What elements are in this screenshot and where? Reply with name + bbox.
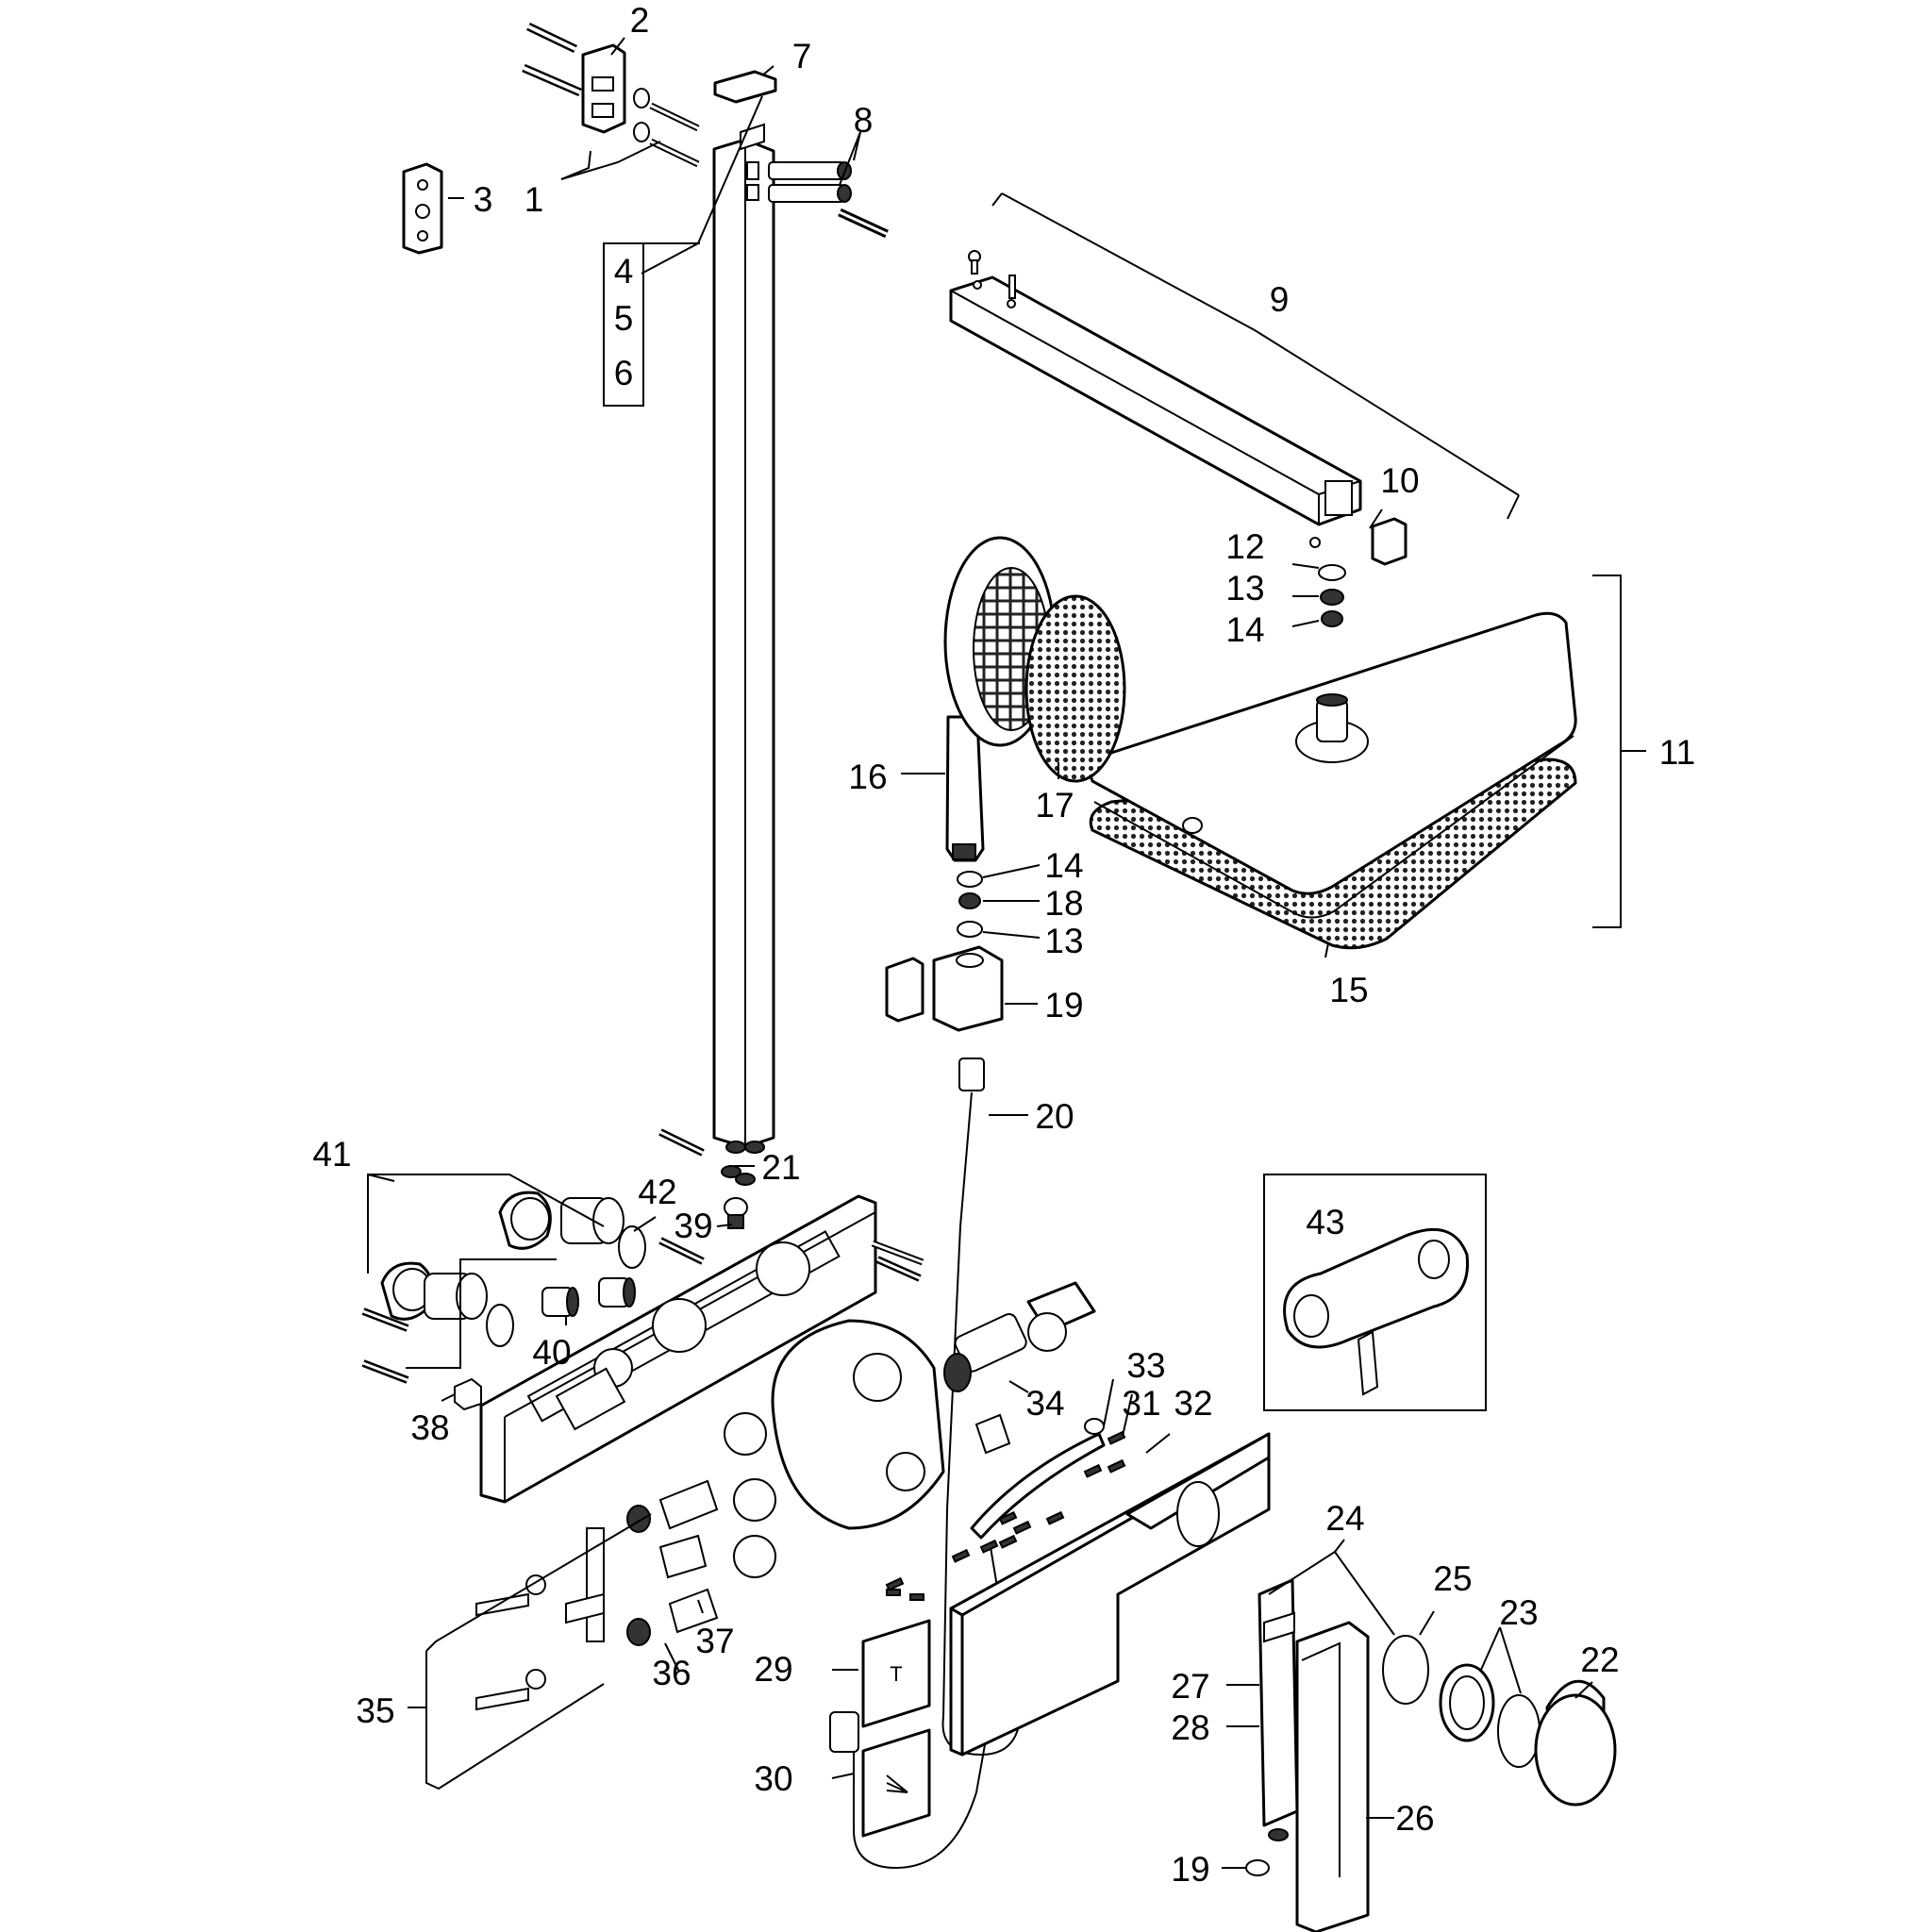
front-cover-plate xyxy=(949,1432,1271,1757)
label-part-30: 30 xyxy=(754,1759,792,1798)
label-part-37: 37 xyxy=(695,1622,734,1660)
hand-shower xyxy=(943,536,1126,862)
label-part-23: 23 xyxy=(1499,1593,1538,1632)
seal-ring xyxy=(957,921,983,938)
arm-end-cap xyxy=(1371,517,1407,566)
washer xyxy=(957,871,983,888)
part-labels: 2 7 8 3 1 4 5 6 9 10 12 13 14 11 16 17 1… xyxy=(312,1,1695,1889)
hand-shower-spray-disc xyxy=(1024,594,1126,783)
svg-text:T: T xyxy=(890,1662,902,1686)
washer xyxy=(1245,1859,1270,1876)
washer xyxy=(633,88,650,108)
thermostat-cartridge xyxy=(943,1281,1096,1392)
label-part-24: 24 xyxy=(1325,1499,1364,1538)
fixing-screws xyxy=(361,1240,924,1384)
label-part-22: 22 xyxy=(1580,1641,1619,1679)
o-ring xyxy=(486,1304,514,1347)
label-part-33: 33 xyxy=(1126,1346,1165,1385)
label-part-29: 29 xyxy=(754,1650,792,1689)
label-part-12: 12 xyxy=(1225,527,1264,566)
label-part-18: 18 xyxy=(1044,884,1083,923)
label-part-35: 35 xyxy=(356,1691,394,1730)
label-part-13-b: 13 xyxy=(1044,922,1083,960)
label-part-11: 11 xyxy=(1659,733,1695,772)
cover-knob-opening xyxy=(1176,1481,1220,1547)
label-part-36: 36 xyxy=(652,1654,691,1692)
label-part-42: 42 xyxy=(638,1173,676,1211)
label-part-19-b: 19 xyxy=(1171,1850,1209,1889)
label-part-32: 32 xyxy=(1174,1384,1212,1423)
label-part-13: 13 xyxy=(1225,569,1264,608)
retaining-ring xyxy=(1497,1694,1541,1768)
thermostat-handle xyxy=(1382,1635,1617,1807)
nut xyxy=(1320,589,1344,606)
label-part-17: 17 xyxy=(1035,786,1074,824)
extension-set xyxy=(380,1191,646,1347)
label-part-28: 28 xyxy=(1171,1708,1209,1747)
label-part-41: 41 xyxy=(312,1135,351,1174)
overhead-shower xyxy=(1089,611,1577,950)
pipe-end-cap xyxy=(713,70,777,104)
label-part-1: 1 xyxy=(525,180,544,219)
label-part-26: 26 xyxy=(1395,1799,1434,1838)
label-part-43: 43 xyxy=(1306,1203,1344,1241)
label-part-20: 20 xyxy=(1035,1097,1074,1136)
valve-spindle xyxy=(1257,1578,1299,1841)
wall-bracket-assembly xyxy=(402,22,700,255)
label-part-27: 27 xyxy=(1171,1667,1209,1706)
riser-pipe xyxy=(712,123,775,1154)
label-part-5: 5 xyxy=(614,299,634,338)
fixing-pins xyxy=(658,1128,922,1282)
small-valve xyxy=(724,1197,748,1229)
label-part-40: 40 xyxy=(532,1333,571,1372)
o-ring xyxy=(618,1225,646,1269)
seal-ring xyxy=(1382,1635,1429,1705)
label-part-21: 21 xyxy=(761,1148,800,1187)
retaining-clip xyxy=(454,1377,482,1411)
label-part-6: 6 xyxy=(614,354,634,392)
label-part-4: 4 xyxy=(614,252,634,291)
label-part-10: 10 xyxy=(1380,461,1419,500)
label-part-2: 2 xyxy=(630,1,650,40)
mixing-valve-body xyxy=(724,1319,945,1578)
label-part-16: 16 xyxy=(848,758,887,796)
installation-brackets xyxy=(475,1527,605,1711)
hand-shower-holder xyxy=(885,945,1004,1032)
gasket xyxy=(1318,564,1346,581)
cover-rail xyxy=(1295,1621,1370,1932)
label-part-15: 15 xyxy=(1329,971,1368,1009)
shower-hose xyxy=(853,1058,1022,1870)
pipe-connectors xyxy=(768,161,889,239)
handle-knob xyxy=(1534,1693,1617,1807)
stop-valves xyxy=(626,1479,719,1646)
filter-screen xyxy=(1321,610,1343,627)
leader-lines xyxy=(367,37,1646,1869)
shower-arm xyxy=(949,250,1362,526)
label-part-7: 7 xyxy=(792,37,812,75)
label-part-14: 14 xyxy=(1225,610,1264,649)
lever-arm xyxy=(970,1413,1106,1540)
accessory-box xyxy=(1263,1174,1487,1411)
label-part-14-b: 14 xyxy=(1044,846,1083,885)
small-screws xyxy=(885,1430,1126,1601)
label-part-19: 19 xyxy=(1044,986,1083,1024)
button-overhead xyxy=(861,1619,931,1728)
washer xyxy=(633,122,650,142)
threaded-nipples xyxy=(541,1277,636,1317)
label-part-25: 25 xyxy=(1433,1559,1472,1598)
label-part-31: 31 xyxy=(1122,1384,1160,1423)
label-part-39: 39 xyxy=(674,1207,712,1245)
thermostat-housing xyxy=(479,1194,877,1504)
label-part-38: 38 xyxy=(410,1408,449,1447)
check-valve xyxy=(958,892,981,909)
overhead-fittings xyxy=(1309,537,1346,627)
label-part-8: 8 xyxy=(854,101,874,140)
label-part-9: 9 xyxy=(1270,280,1290,319)
label-part-3: 3 xyxy=(474,180,493,219)
label-part-34: 34 xyxy=(1025,1384,1064,1423)
wall-screws xyxy=(522,22,700,168)
